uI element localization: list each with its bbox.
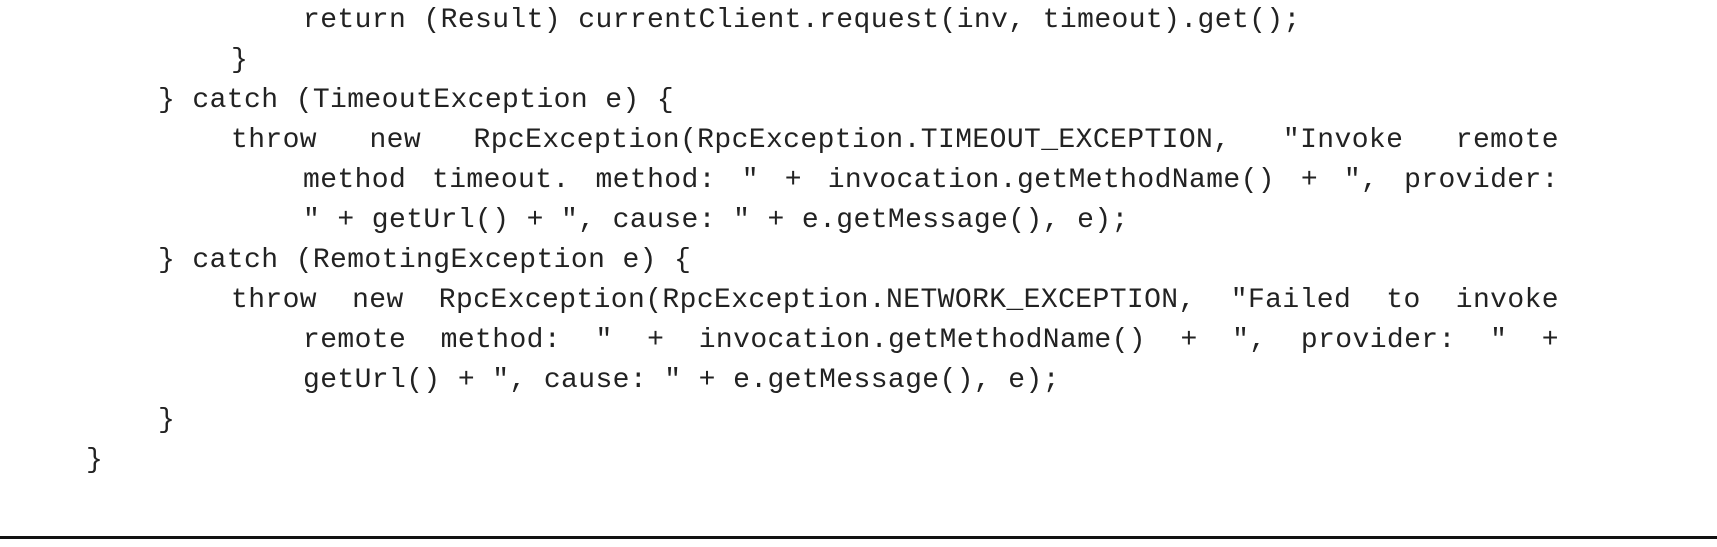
code-token: throw: [231, 285, 318, 316]
code-token: +: [1180, 325, 1198, 356]
code-token: "Invoke: [1282, 125, 1404, 156]
code-token: invocation.getMethodName(): [698, 325, 1147, 356]
code-token: ",: [1232, 325, 1267, 356]
code-line-1: return (Result) currentClient.request(in…: [303, 5, 1301, 36]
code-token: invoke: [1455, 285, 1559, 316]
code-token: new: [369, 125, 422, 156]
code-token: invocation.getMethodName(): [827, 165, 1276, 196]
code-token: RpcException(RpcException.TIMEOUT_EXCEPT…: [473, 125, 1231, 156]
code-token: new: [352, 285, 404, 316]
code-token: method: [303, 165, 407, 196]
code-line-2: }: [231, 45, 249, 76]
code-token: remote: [1455, 125, 1559, 156]
code-token: method:: [440, 325, 562, 356]
code-token: RpcException(RpcException.NETWORK_EXCEPT…: [438, 285, 1196, 316]
code-line-11: }: [158, 405, 176, 436]
code-line-4: throw new RpcException(RpcException.TIME…: [231, 125, 1559, 157]
code-line-3: } catch (TimeoutException e) {: [158, 85, 675, 116]
code-token: ",: [1343, 165, 1379, 196]
code-line-8: throw new RpcException(RpcException.NETW…: [231, 285, 1559, 317]
code-token: +: [1300, 165, 1319, 196]
code-line-6: " + getUrl() + ", cause: " + e.getMessag…: [303, 205, 1129, 236]
code-token: +: [784, 165, 802, 196]
code-token: remote: [303, 325, 407, 356]
code-token: ": [1490, 325, 1508, 356]
code-token: timeout.: [432, 165, 570, 196]
code-token: provider:: [1300, 325, 1456, 356]
code-token: ": [741, 165, 759, 196]
bottom-rule: [0, 536, 1717, 539]
code-token: +: [647, 325, 665, 356]
code-line-7: } catch (RemotingException e) {: [158, 245, 692, 276]
code-token: provider:: [1404, 165, 1559, 196]
code-token: ": [595, 325, 613, 356]
code-line-12: }: [86, 445, 104, 476]
code-token: to: [1386, 285, 1421, 316]
code-token: "Failed: [1230, 285, 1352, 316]
code-token: +: [1541, 325, 1559, 356]
code-token: throw: [231, 125, 318, 156]
code-line-9: remote method: " + invocation.getMethodN…: [303, 325, 1559, 357]
code-line-10: getUrl() + ", cause: " + e.getMessage(),…: [303, 365, 1060, 396]
code-token: method:: [595, 165, 716, 196]
code-line-5: method timeout. method: " + invocation.g…: [303, 165, 1559, 197]
